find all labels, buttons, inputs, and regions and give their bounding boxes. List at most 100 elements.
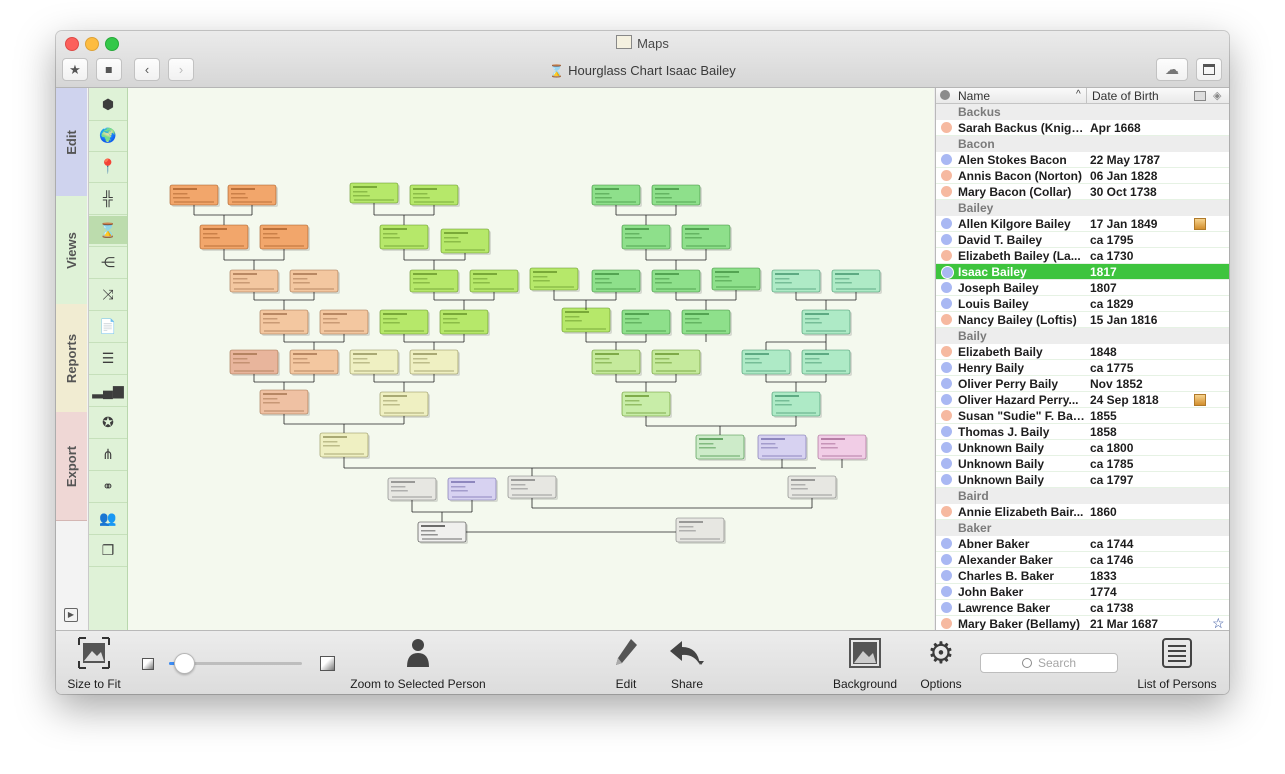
list-item[interactable]: Annie Elizabeth Bair...1860 [936,504,1229,520]
surname-group-header[interactable]: Baker [936,520,1229,536]
list-item[interactable]: Annis Bacon (Norton)06 Jan 1828 [936,168,1229,184]
forward-button[interactable]: › [168,58,194,81]
sidebar-toggle-button[interactable] [1196,58,1222,81]
card-text-line [821,443,836,445]
card-text-line [699,447,716,449]
card-text-line [203,237,220,239]
zoom-window-button[interactable] [105,37,119,51]
birth-column-header[interactable]: Date of Birth [1092,89,1159,103]
media-column-icon[interactable] [1194,91,1206,101]
circle-chart-view-button[interactable]: ✪ [93,408,123,436]
relationship-chart-view-button[interactable]: ⋔ [93,440,123,468]
genogram-view-button[interactable]: ⚭ [93,472,123,500]
card-text-line [323,445,340,447]
hourglass-chart-view-button[interactable]: ⌛ [89,216,127,244]
list-item[interactable]: Mary Bacon (Collar)30 Oct 1738 [936,184,1229,200]
surname-group-header[interactable]: Baird [936,488,1229,504]
statistics-view-button[interactable]: ▂▄▆ [92,376,123,404]
back-button[interactable]: ‹ [134,58,160,81]
male-indicator-icon [941,442,952,453]
list-item[interactable]: Mary Baker (Bellamy)21 Mar 1687☆ [936,615,1229,630]
gender-column-header[interactable] [940,90,950,100]
edit-button[interactable]: Edit [606,635,646,691]
tag-column-icon[interactable]: ◈ [1213,90,1222,102]
play-slideshow-icon[interactable]: ▶ [64,608,78,622]
list-item[interactable]: Nancy Bailey (Loftis)15 Jan 1816 [936,312,1229,328]
list-item[interactable]: Susan "Sudie" F. Bai...1855 [936,408,1229,424]
surname-group-header[interactable]: Bacon [936,136,1229,152]
card-text-line [231,193,246,195]
name-column-header[interactable]: Name [958,89,991,103]
card-text-line [263,233,278,235]
share-button[interactable]: Share [664,635,710,691]
3d-tree-view-button[interactable]: ⬢ [93,90,123,118]
list-item[interactable]: Sarah Backus (Knight)Apr 1668 [936,120,1229,136]
background-button[interactable]: Background [830,635,900,691]
female-indicator-icon [941,506,952,517]
family-book-view-button[interactable]: 📄 [93,312,123,340]
tag-button[interactable]: ◆ [96,58,122,81]
card-text-line [679,521,703,523]
surname-group-header[interactable]: Bailey [936,200,1229,216]
list-item[interactable]: Elizabeth Bailey (La...ca 1730 [936,248,1229,264]
size-to-fit-button[interactable]: Size to Fit [64,635,124,691]
list-of-persons-button[interactable]: List of Persons [1134,635,1220,691]
card-text-line [293,282,310,284]
birth-date: ca 1738 [1090,601,1134,615]
search-field[interactable]: Search [980,653,1118,673]
card-text-line [174,201,214,203]
zoom-slider-knob[interactable] [174,653,196,674]
bookmark-button[interactable]: ★ [62,58,88,81]
tab-views[interactable]: Views [56,196,87,305]
surname-group-header[interactable]: Backus [936,104,1229,120]
card-text-line [685,228,709,230]
double-ancestor-view-button[interactable]: ⤨ [93,280,123,308]
hourglass-chart[interactable] [128,88,934,630]
female-indicator-icon [941,314,952,325]
globe-view-button[interactable]: 🌍 [93,121,123,149]
cloud-button[interactable]: ☁ [1156,58,1188,81]
ancestor-chart-view-button[interactable]: ╬ [93,184,123,212]
tab-export[interactable]: Export [56,412,87,521]
star-icon[interactable]: ☆ [1212,615,1225,630]
persons-view-button[interactable]: 👥 [93,504,123,532]
close-window-button[interactable] [65,37,79,51]
minimize-window-button[interactable] [85,37,99,51]
card-text-line [805,358,820,360]
timeline-view-button[interactable]: ☰ [93,344,123,372]
options-button[interactable]: ⚙ Options [916,635,966,692]
zoom-out-icon[interactable] [142,658,154,670]
card-text-line [761,443,776,445]
tab-reports[interactable]: Reports [56,304,87,413]
zoom-to-selected-person-button[interactable]: Zoom to Selected Person [346,635,490,691]
list-item[interactable]: Oliver Hazard Perry...24 Sep 1818 [936,392,1229,408]
card-text-line [263,398,278,400]
card-text-line [413,278,428,280]
surname-group-header[interactable]: Baily [936,328,1229,344]
descendant-chart-view-button[interactable]: ⋲ [93,248,123,276]
zoom-in-icon[interactable] [320,656,335,671]
tab-edit[interactable]: Edit [56,88,87,197]
map-pin-view-button[interactable]: 📍 [93,152,123,180]
pages-view-button[interactable]: ❐ [93,536,123,564]
chart-canvas[interactable] [128,88,934,630]
